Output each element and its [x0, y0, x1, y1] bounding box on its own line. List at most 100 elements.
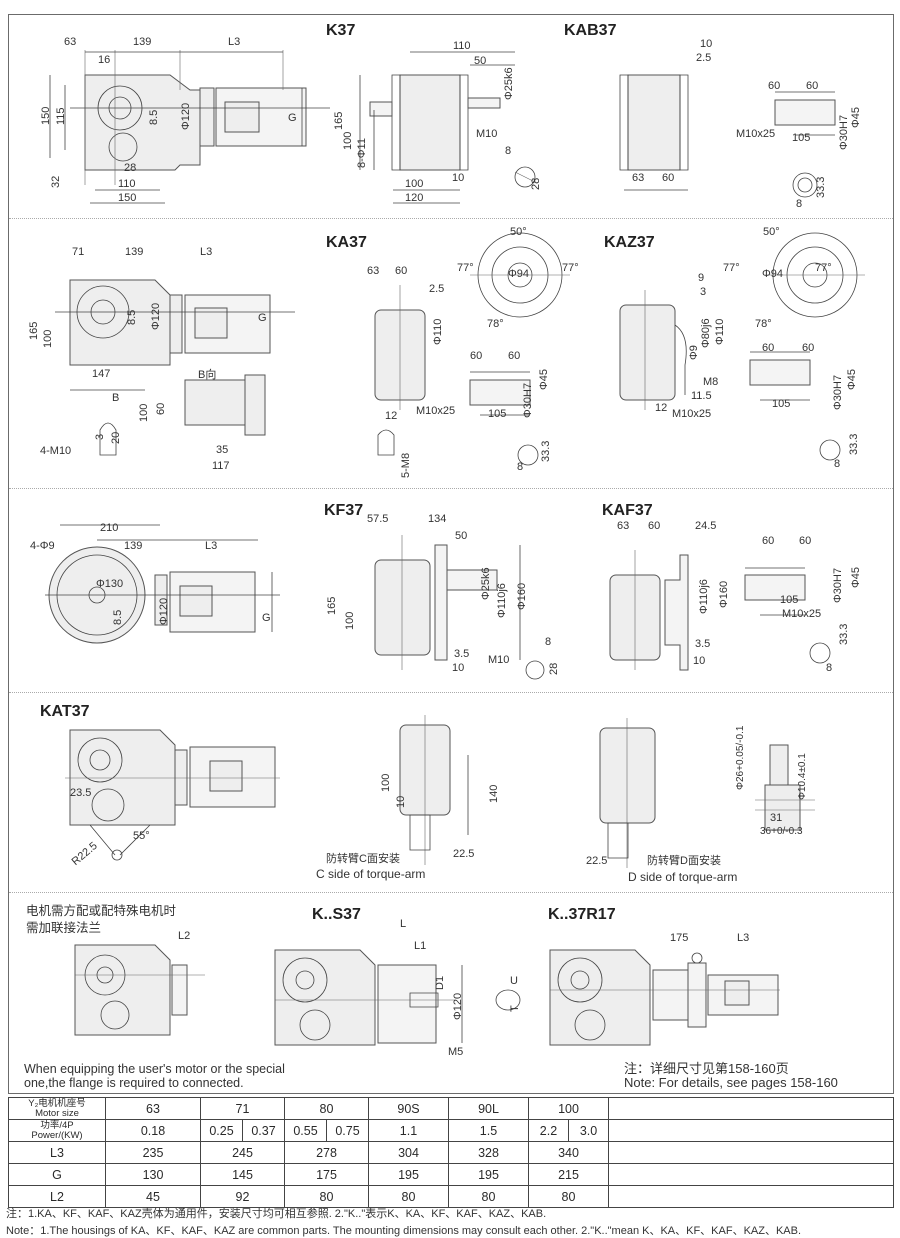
dim-label: 60	[470, 350, 483, 362]
dim-label: G	[288, 112, 297, 124]
dim-label: 2.5	[696, 52, 712, 64]
table-cell: 145	[200, 1163, 285, 1186]
kat37-drawing	[60, 725, 290, 865]
dim-label: M8	[703, 376, 719, 388]
dim-label: 28	[124, 162, 137, 174]
dim-label: M10	[488, 654, 510, 666]
table-cell-empty	[608, 1163, 894, 1186]
dim-label: D1	[434, 975, 446, 990]
section-title-kaz37: KAZ37	[604, 234, 655, 251]
section-title-ks37: K..S37	[312, 906, 361, 923]
dim-label: 60	[662, 172, 675, 184]
dim-label: L	[400, 918, 407, 930]
dim-label: Φ130	[96, 578, 124, 590]
dim-label: 10	[452, 172, 465, 184]
d-side-caption-cn: 防转臂D面安装	[647, 855, 721, 867]
table-cell: 90L	[448, 1097, 529, 1120]
dim-label: 16	[98, 54, 111, 66]
dim-label: 35	[216, 444, 229, 456]
table-cell: 63	[105, 1097, 201, 1120]
row-header: G	[8, 1163, 106, 1186]
section-divider	[9, 892, 893, 893]
dim-label: 165	[28, 321, 40, 340]
flange-caption-en-2: one,the flange is required to connected.	[24, 1076, 244, 1090]
dim-label: 110	[118, 178, 136, 190]
dim-label: 33.3	[540, 440, 552, 462]
dim-label: 60	[155, 402, 167, 415]
dim-label: Φ110	[714, 318, 726, 345]
dim-label: 55°	[133, 830, 150, 842]
dim-label: Φ45	[850, 106, 862, 128]
dim-label: Φ9	[688, 345, 700, 360]
dim-label: 140	[488, 784, 500, 803]
dim-label: Φ45	[538, 368, 550, 390]
table-cell: 130	[105, 1163, 201, 1186]
table-cell: 1.1	[368, 1119, 449, 1142]
table-row-l2: L2 45 92 80 80 80 80	[8, 1185, 894, 1208]
dim-label: 12	[655, 402, 668, 414]
dim-label: T	[509, 1005, 521, 1012]
dim-label: 63	[64, 36, 77, 48]
dim-label: 22.5	[586, 855, 608, 867]
flange-caption-en-1: When equipping the user's motor or the s…	[24, 1062, 285, 1076]
dim-label: 105	[780, 594, 799, 606]
flange-drawing	[70, 940, 210, 1050]
section-divider	[9, 692, 893, 693]
dim-label: 8	[826, 662, 833, 674]
drawing-frame	[8, 14, 894, 1094]
dim-label: L3	[205, 540, 218, 552]
dim-label: 57.5	[367, 513, 389, 525]
dim-label: M5	[448, 1046, 464, 1058]
flange-caption-cn-1: 电机需方配或配特殊电机时	[26, 904, 177, 918]
kat37-d-side-drawing	[590, 718, 690, 868]
dim-label: Φ120	[150, 302, 162, 330]
dim-label: 24.5	[695, 520, 717, 532]
dim-label: 105	[488, 408, 507, 420]
table-cell: 0.37	[242, 1119, 285, 1142]
table-row-g: G 130 145 175 195 195 215	[8, 1163, 894, 1186]
dim-label: M10x25	[416, 405, 456, 417]
table-cell: 340	[527, 1141, 610, 1164]
dim-label: 60	[762, 342, 775, 354]
dim-label: Φ110j6	[698, 579, 710, 614]
table-cell: 215	[527, 1163, 610, 1186]
dim-label: 147	[92, 368, 111, 380]
dim-label: 3	[700, 286, 707, 298]
dim-label: M10x25	[672, 408, 712, 420]
dim-label: 22.5	[453, 848, 475, 860]
dim-label: 4-M10	[40, 445, 72, 457]
dim-label: 150	[118, 192, 137, 204]
dim-label: 8	[796, 198, 803, 210]
c-side-caption-en: C side of torque-arm	[316, 867, 426, 881]
dim-label: 105	[792, 132, 811, 144]
dim-label: G	[262, 612, 271, 624]
dim-label: Φ120	[452, 992, 464, 1020]
table-cell: 90S	[368, 1097, 449, 1120]
table-cell: 235	[105, 1141, 201, 1164]
table-cell: 80	[448, 1185, 529, 1208]
dim-label: 77°	[815, 262, 832, 274]
details-note-cn: 注：详细尺寸见第158-160页	[624, 1061, 789, 1076]
dim-label: 3.5	[454, 648, 470, 660]
dim-label: Φ25k6	[480, 567, 492, 600]
dim-label: 134	[428, 513, 447, 525]
ka37-side-view-drawing	[25, 250, 315, 470]
dim-label: Φ30H7	[838, 114, 850, 150]
dim-label: 210	[100, 522, 119, 534]
dim-label: 8.5	[126, 309, 138, 325]
dim-label: Φ94	[762, 268, 784, 280]
dim-label: 8	[505, 145, 512, 157]
dim-label: Φ30H7	[832, 374, 844, 410]
dim-label: G	[258, 312, 267, 324]
dim-label: 71	[72, 246, 85, 258]
dim-label: 50	[455, 530, 468, 542]
dim-label: U	[510, 975, 518, 987]
dim-label: 50°	[510, 226, 527, 238]
dim-label: 3.5	[695, 638, 711, 650]
torque-arm-bushing-drawing	[755, 740, 835, 850]
table-cell: 3.0	[567, 1119, 610, 1142]
dim-label: 8.5	[148, 109, 160, 125]
flange-caption-cn-2: 需加联接法兰	[26, 921, 102, 935]
dim-label: Φ25k6	[503, 67, 515, 100]
